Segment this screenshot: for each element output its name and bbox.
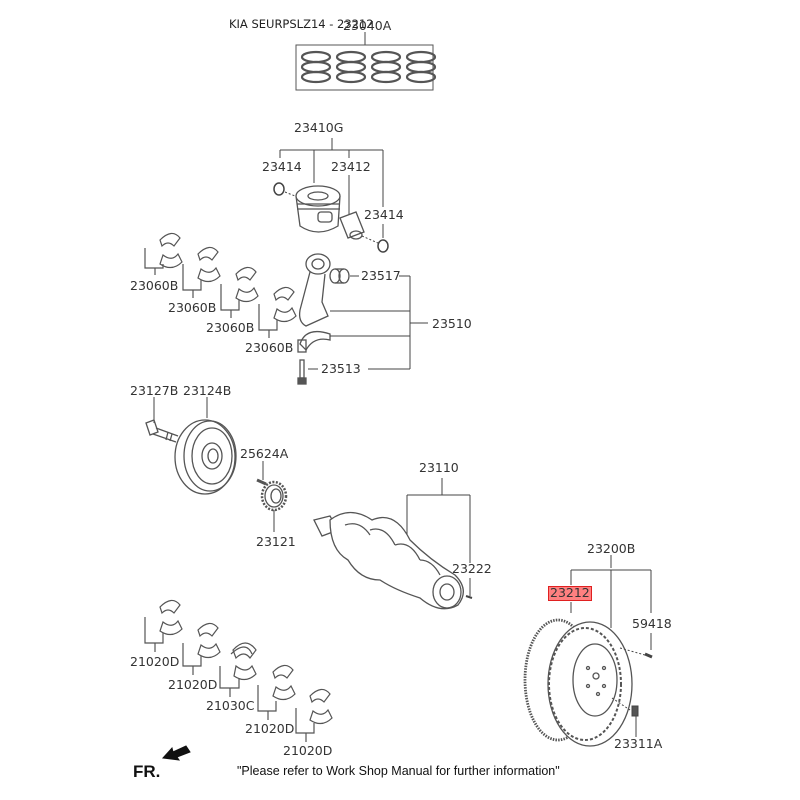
conrod-bearings-upper <box>144 232 297 338</box>
part-label-main-bearing-2[interactable]: 21020D <box>168 677 218 692</box>
snap-ring-right[interactable] <box>377 239 389 253</box>
piston-assy-leaders <box>279 138 384 238</box>
footer-note: "Please refer to Work Shop Manual for fu… <box>237 764 560 778</box>
conrod-bearing-3[interactable] <box>220 266 259 318</box>
part-label-conrod-bearing-4[interactable]: 23060B <box>245 340 294 355</box>
crankshaft[interactable] <box>313 511 464 610</box>
part-label-conrod-bush[interactable]: 23517 <box>361 268 401 283</box>
crank-sprocket[interactable] <box>260 480 288 512</box>
part-label-snap-ring-right[interactable]: 23414 <box>364 207 404 222</box>
part-label-key[interactable]: 25624A <box>240 446 289 461</box>
flywheel-bolt[interactable] <box>631 705 639 717</box>
piston-ring-set[interactable] <box>295 32 437 91</box>
conrod-bolt[interactable] <box>297 359 307 385</box>
part-label-flywheel-assy[interactable]: 23200B <box>587 541 636 556</box>
part-label-dowel[interactable]: 59418 <box>632 616 672 631</box>
part-label-sprocket[interactable]: 23121 <box>256 534 296 549</box>
conrod-bearing-1[interactable] <box>144 232 183 275</box>
front-direction-arrow-icon <box>161 745 191 761</box>
diagram-title: KIA SEURPSLZ14 - 23212 <box>229 17 374 31</box>
conrod-bush[interactable] <box>329 268 350 284</box>
main-bearing-3[interactable] <box>219 642 257 697</box>
part-label-conrod-bearing-2[interactable]: 23060B <box>168 300 217 315</box>
main-bearing-2[interactable] <box>182 622 221 675</box>
conrod-leaders <box>308 275 428 370</box>
part-label-conrod-assy[interactable]: 23510 <box>432 316 472 331</box>
part-label-piston-pin[interactable]: 23412 <box>331 159 371 174</box>
main-bearing-4[interactable] <box>257 664 296 720</box>
front-direction-label: FR. <box>133 762 161 781</box>
woodruff-key[interactable] <box>256 478 267 486</box>
crank-pin[interactable] <box>465 595 473 599</box>
piston[interactable] <box>295 185 341 233</box>
conrod-bearing-2[interactable] <box>182 246 221 298</box>
dowel-pin[interactable] <box>644 652 653 659</box>
part-label-ring-set[interactable]: 23040A <box>343 18 392 33</box>
connecting-rod[interactable] <box>297 253 331 353</box>
main-bearing-5[interactable] <box>295 688 333 742</box>
part-label-conrod-bearing-1[interactable]: 23060B <box>130 278 179 293</box>
flywheel[interactable] <box>547 621 633 747</box>
part-label-flywheel-bolt[interactable]: 23311A <box>614 736 663 751</box>
pulley-bolt[interactable] <box>145 419 179 443</box>
main-bearing-1[interactable] <box>144 599 183 652</box>
part-label-crankshaft[interactable]: 23110 <box>419 460 459 475</box>
part-label-pulley-bolt[interactable]: 23127B <box>130 383 179 398</box>
crank-pulley[interactable] <box>174 419 237 495</box>
conrod-bearing-4[interactable] <box>258 286 297 338</box>
part-label-main-bearing-1[interactable]: 21020D <box>130 654 180 669</box>
part-label-crank-pulley[interactable]: 23124B <box>183 383 232 398</box>
part-label-conrod-bolt[interactable]: 23513 <box>321 361 361 376</box>
part-label-main-bearing-3[interactable]: 21030C <box>206 698 255 713</box>
main-bearings <box>144 599 333 742</box>
part-label-ring-gear-highlighted[interactable]: 23212 <box>548 585 592 601</box>
part-label-piston-assy[interactable]: 23410G <box>294 120 344 135</box>
part-label-main-bearing-4[interactable]: 21020D <box>245 721 295 736</box>
part-label-pin[interactable]: 23222 <box>452 561 492 576</box>
part-label-main-bearing-5[interactable]: 21020D <box>283 743 333 758</box>
piston-pin[interactable] <box>339 211 365 240</box>
snap-ring-left[interactable] <box>273 182 285 196</box>
part-label-snap-ring-left[interactable]: 23414 <box>262 159 302 174</box>
part-label-conrod-bearing-3[interactable]: 23060B <box>206 320 255 335</box>
